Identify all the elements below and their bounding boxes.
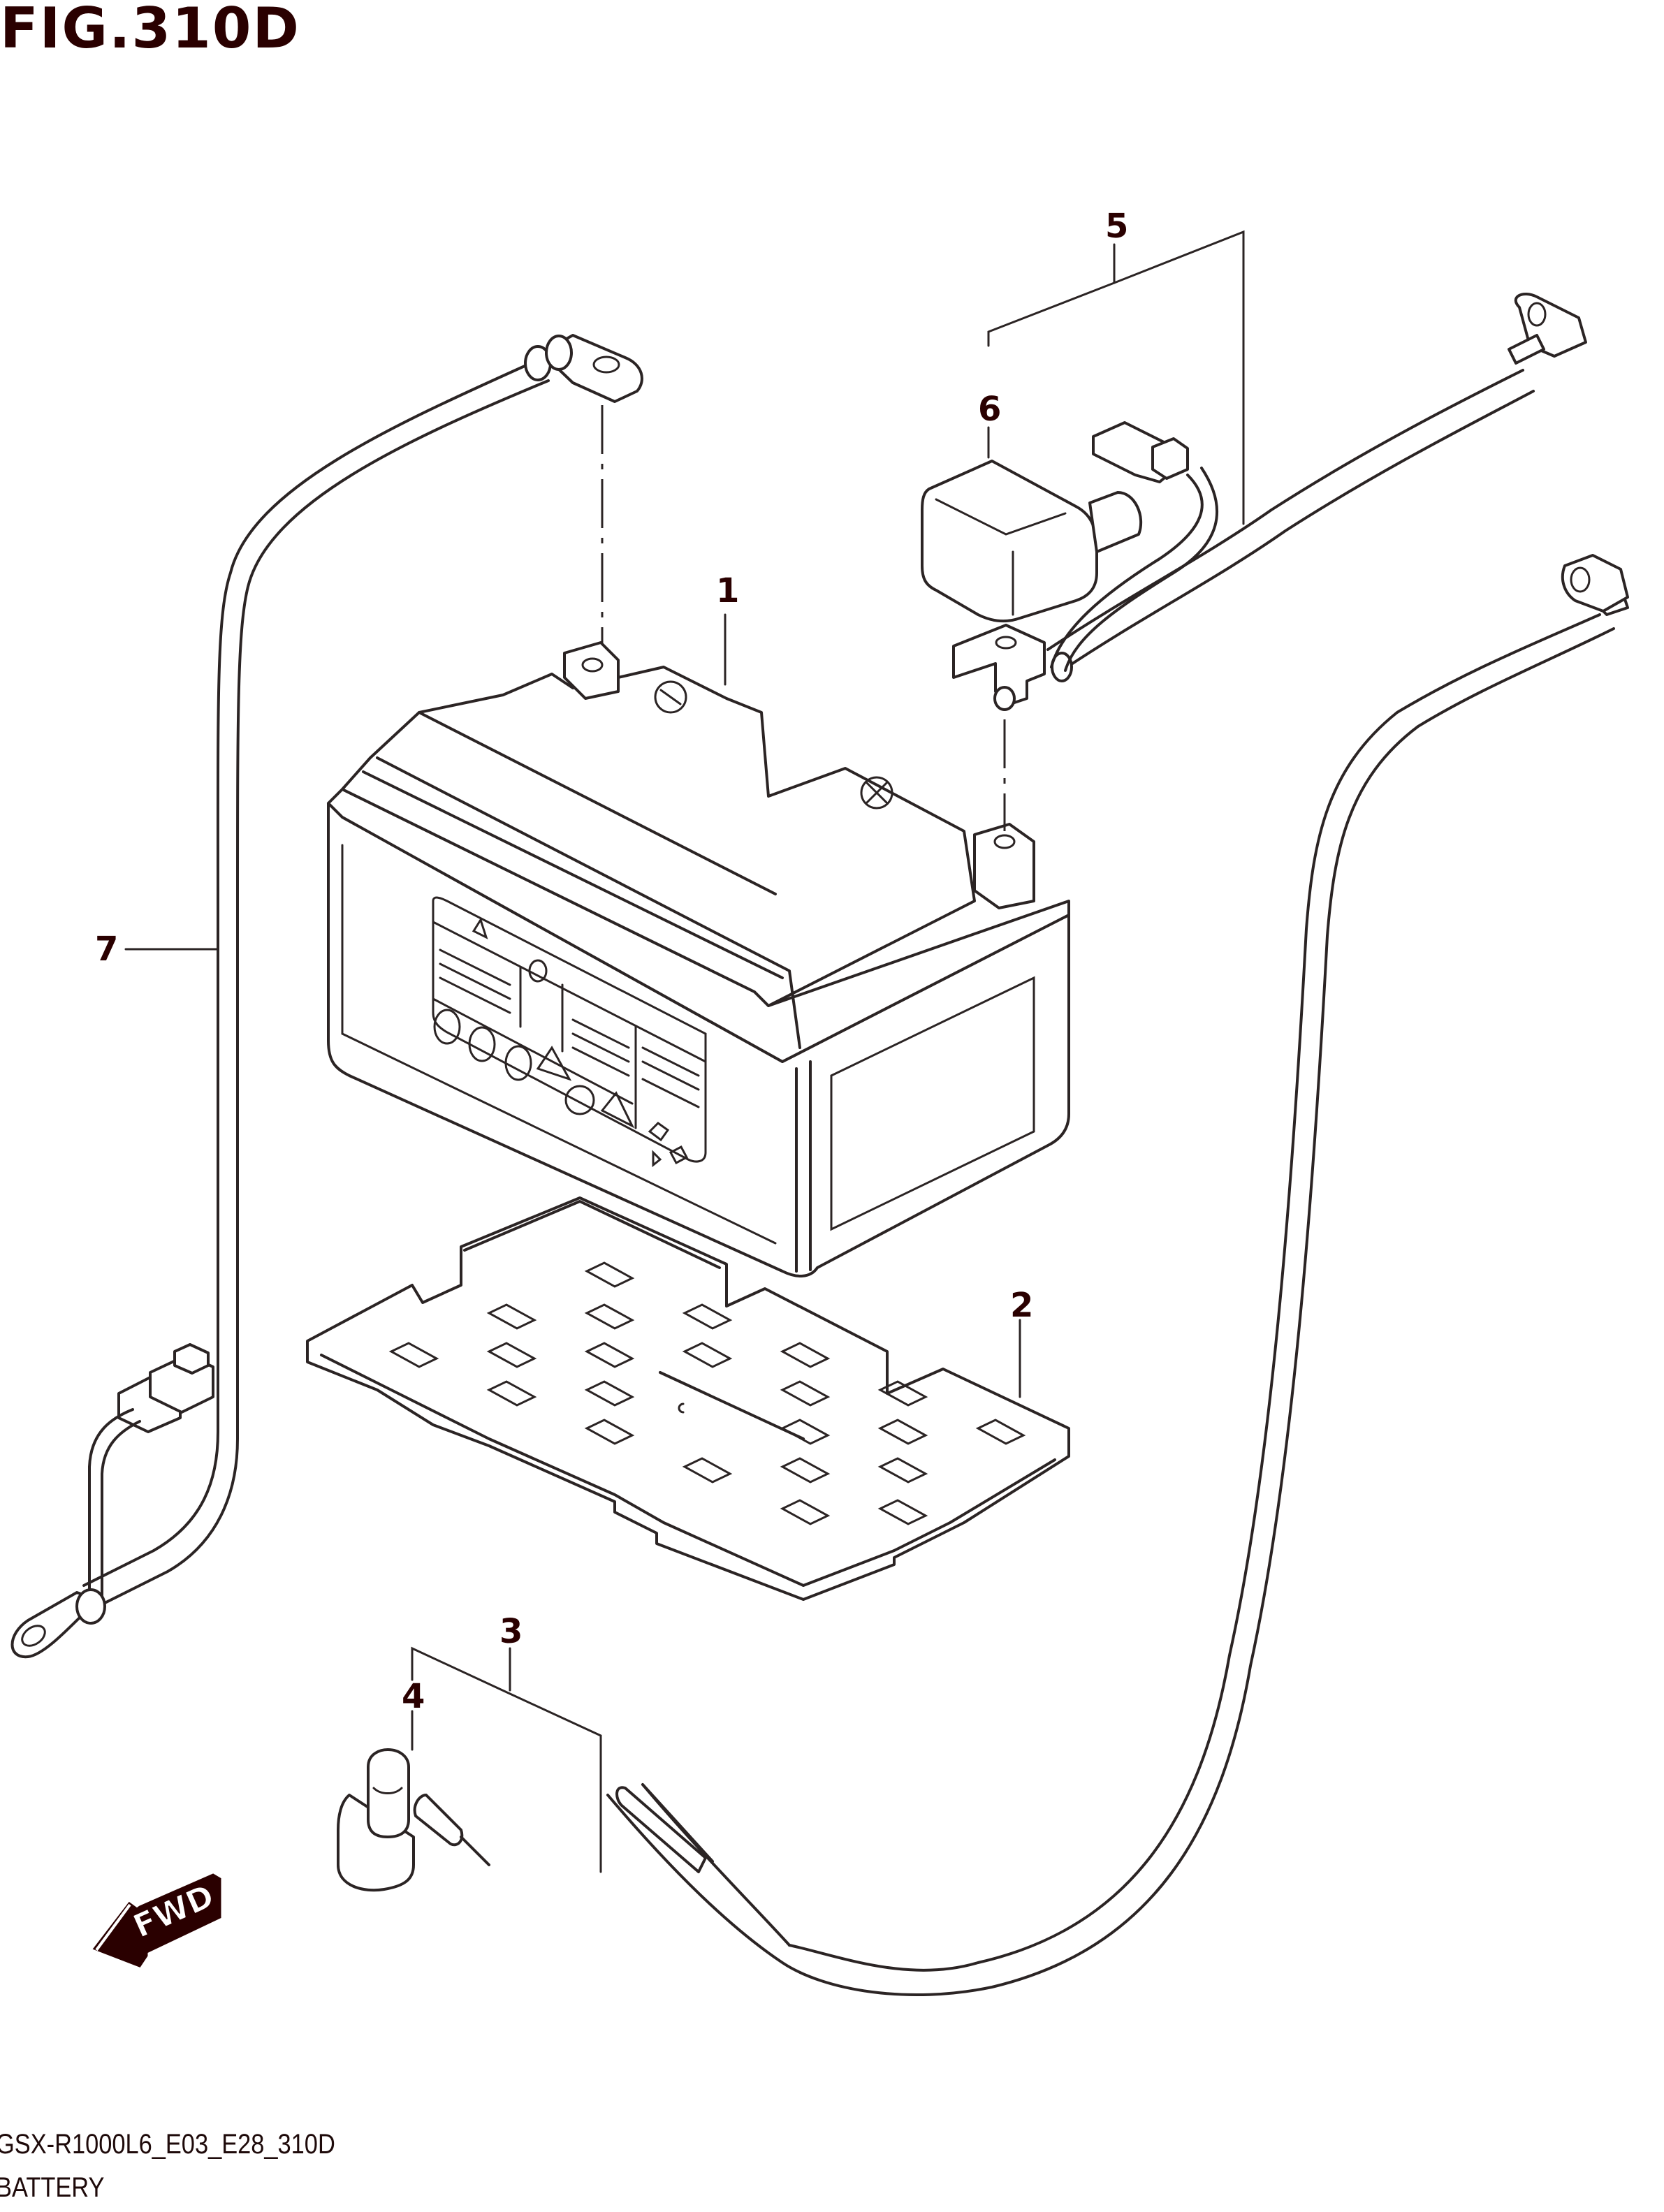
ground-cable-7[interactable] [10,334,643,1659]
callout-2: 2 [1010,1286,1034,1325]
figure-title: FIG.310D [0,0,300,61]
positive-cable-3[interactable] [606,554,1629,1996]
leader-lines [124,230,1245,1873]
callout-1: 1 [716,571,740,610]
tray-slots [388,1261,1026,1525]
starter-cable-5[interactable] [952,293,1587,711]
callout-6: 6 [978,390,1002,429]
callout-5: 5 [1105,207,1129,246]
plus-terminal-mark [860,776,893,810]
battery-warning-label [432,896,707,1168]
battery-tray-2[interactable] [306,1196,1070,1601]
callout-3: 3 [499,1612,523,1651]
forward-direction-arrow: FWD [92,1873,221,1968]
section-name: BATTERY [0,2172,105,2203]
terminal-cover-6[interactable] [921,460,1143,623]
model-code: GSX-R1000L6_E03_E28_310D [0,2129,335,2160]
callout-7: 7 [95,930,119,969]
minus-terminal-mark [654,680,687,714]
callout-4: 4 [402,1677,425,1716]
terminal-cap-4[interactable] [337,1748,490,1892]
battery-1[interactable] [327,641,1070,1277]
